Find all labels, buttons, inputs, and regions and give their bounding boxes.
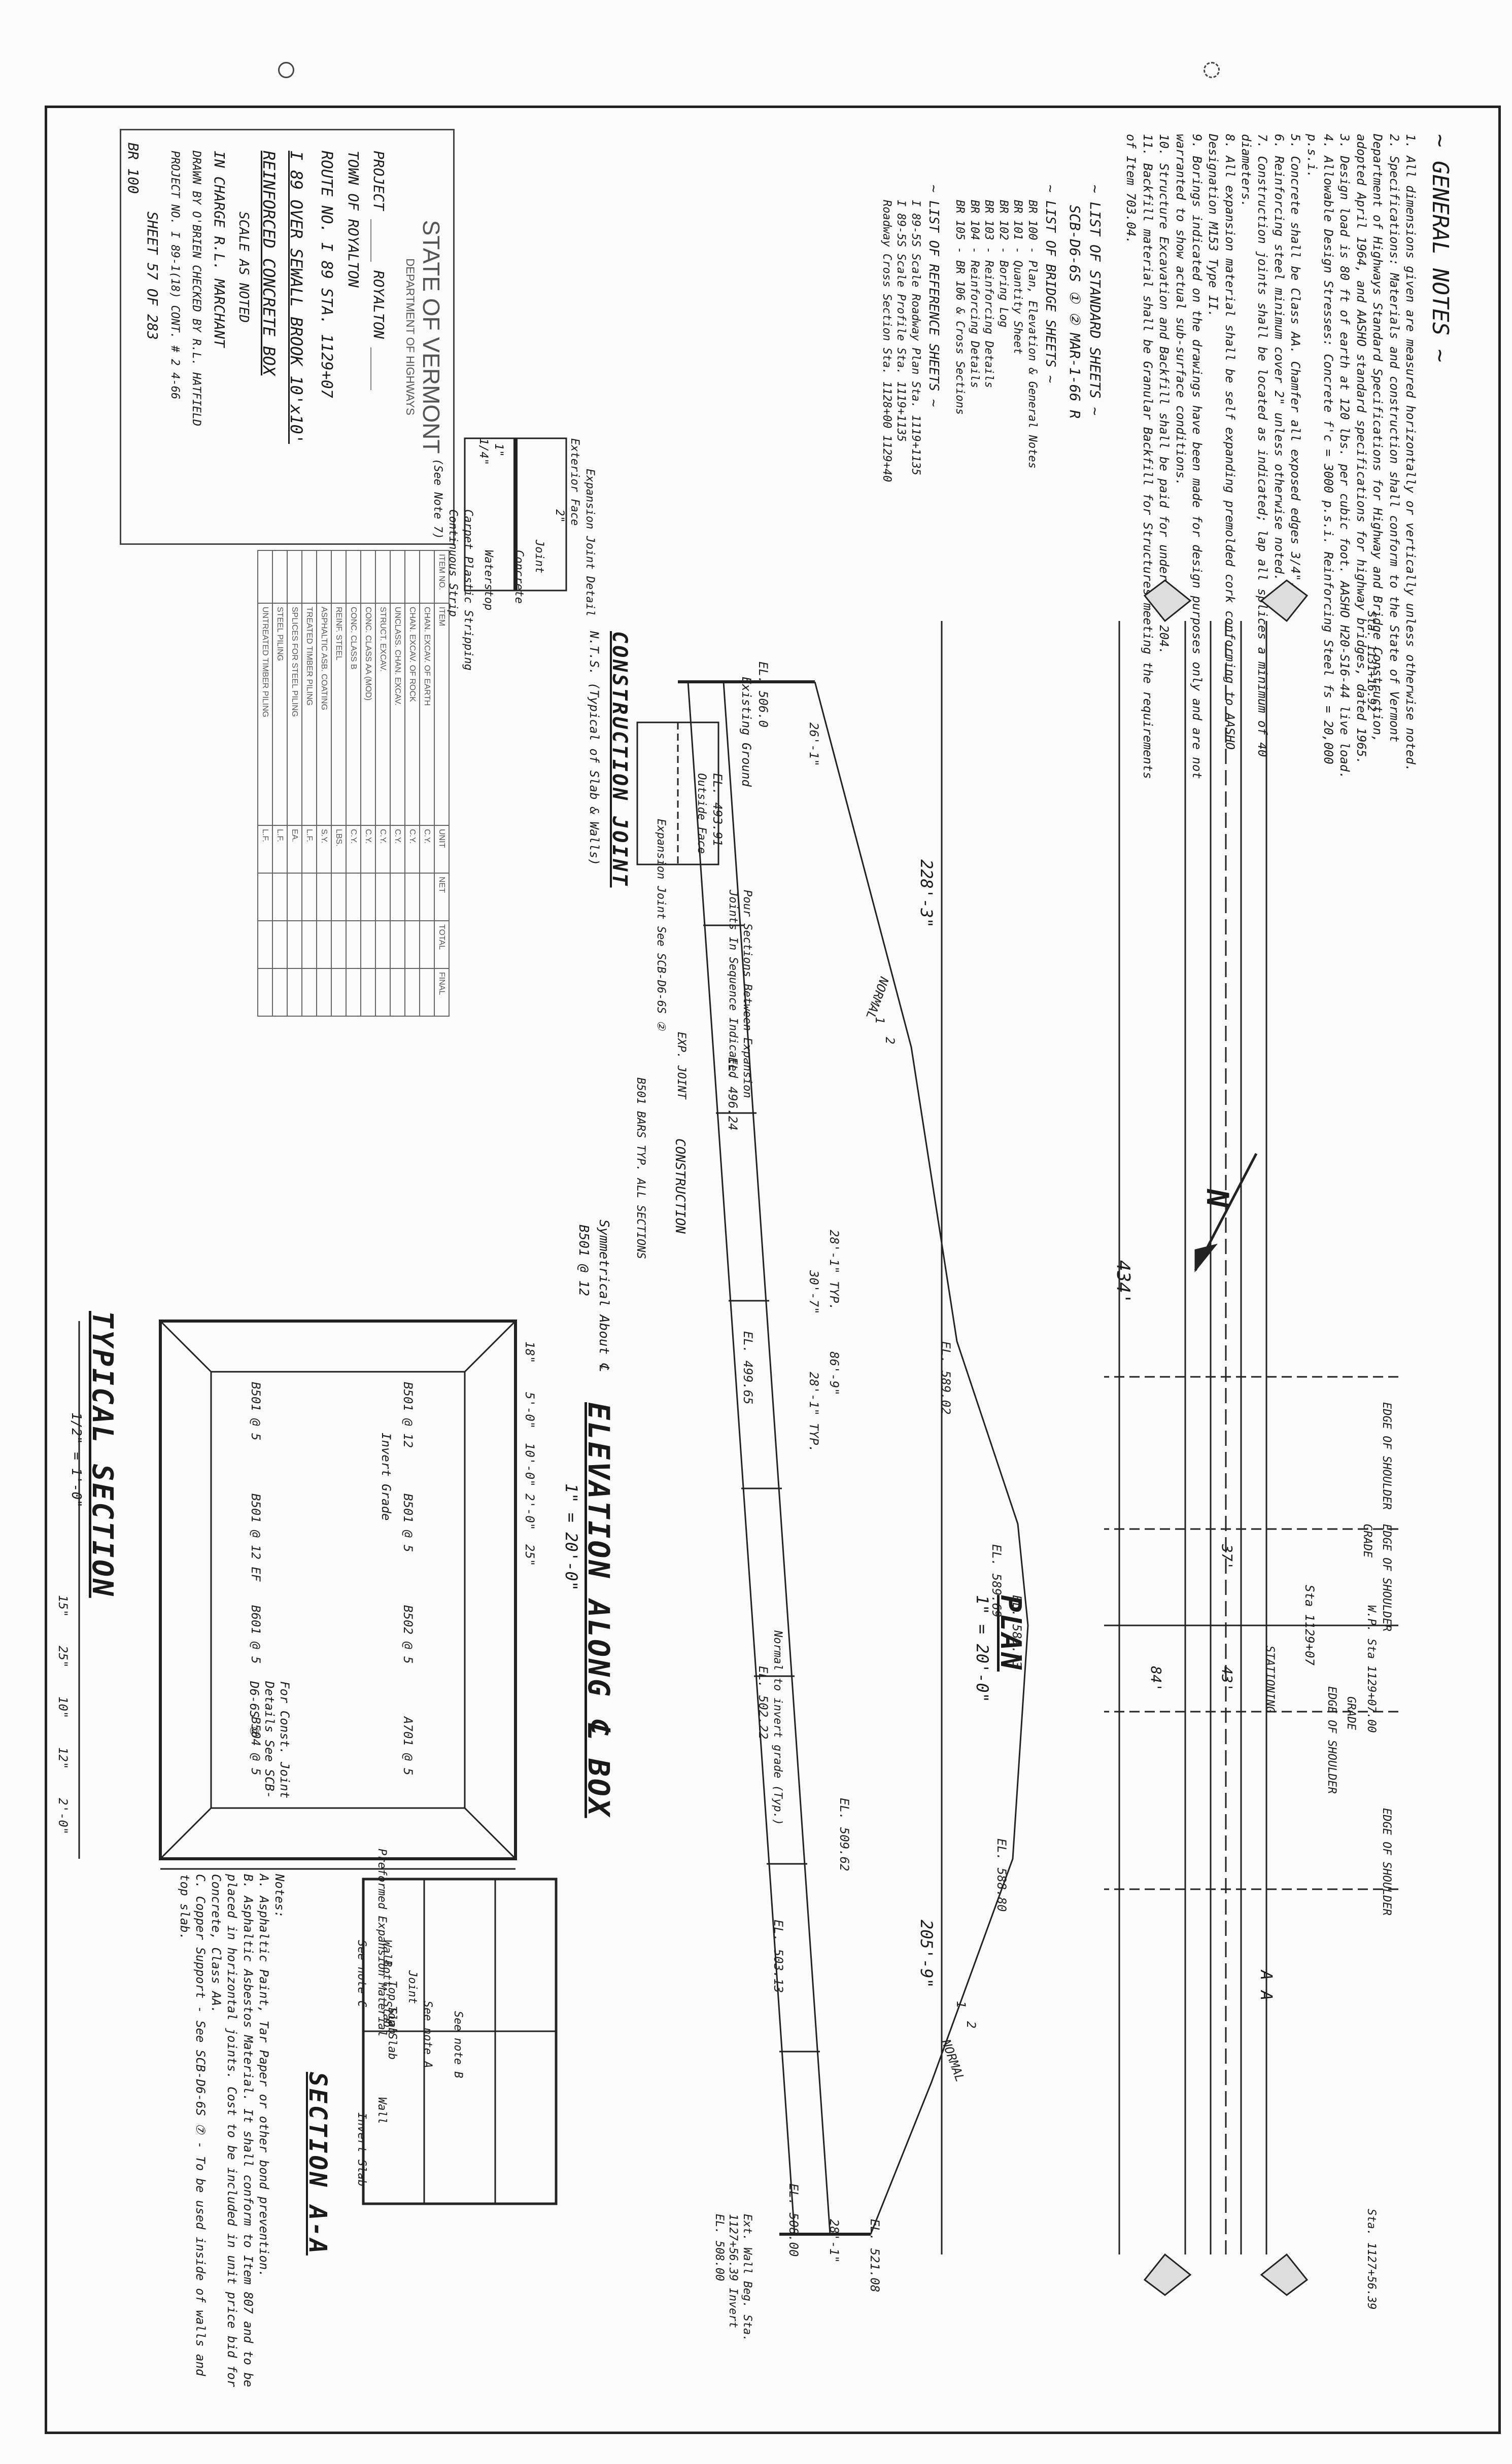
elevation-label: EL. 588.80	[994, 1838, 1009, 1912]
plan-headwall	[1145, 2254, 1190, 2295]
bar-label: B501 @ 12	[401, 1382, 415, 1448]
elevation-label: EL. 521.08	[868, 2219, 882, 2293]
plan-headwall	[1261, 580, 1307, 621]
typical-box-outer	[160, 1321, 516, 1859]
invert-label: EL. 508.00	[786, 2183, 801, 2257]
bar-label: B501 @ 12 EF	[249, 1494, 263, 1582]
typical-dim: 10'-0"	[523, 1443, 537, 1487]
plan-headwall	[1261, 2254, 1307, 2295]
typical-dim: 25"	[59, 1646, 70, 1668]
bar-label: B601 @ 5	[249, 1605, 263, 1664]
punch-hole-left	[278, 62, 294, 78]
typical-dim: 12"	[59, 1747, 70, 1769]
typical-dim: 2'-0"	[523, 1494, 537, 1530]
typical-dim: 15"	[59, 1595, 70, 1617]
bar-label: B502 @ 5	[401, 1605, 415, 1664]
typical-dim: 10"	[59, 1696, 70, 1718]
elevation-dim: 28'-1" TYP.	[807, 1372, 821, 1452]
haunch	[465, 1808, 516, 1859]
invert-label: EL. 493.91	[710, 773, 725, 847]
north-arrow-head	[1195, 1245, 1216, 1270]
elevation-label: EL. 589.02	[939, 1341, 953, 1415]
elevation-dim: 28'-1"	[827, 2219, 841, 2263]
plan-headwall	[1145, 580, 1190, 621]
typical-dim: 25"	[523, 1544, 537, 1566]
bar-label: B504 @ 5	[249, 1717, 263, 1776]
invert-label: EL. 499.65	[741, 1331, 755, 1405]
section-aa-outline	[363, 1879, 556, 2204]
elevation-dim: 28'-1" TYP.	[827, 1230, 841, 1310]
bar-label: A701 @ 5	[401, 1716, 415, 1776]
slope-ratio: 1	[873, 1017, 887, 1024]
sheet-border	[45, 106, 1501, 2434]
typical-box-inner	[211, 1372, 465, 1808]
elevation-label: EL. 506.0	[756, 662, 770, 727]
haunch	[160, 1808, 211, 1859]
invert-label: EL. 496.24	[726, 1057, 740, 1131]
landscape-drawing: ~ GENERAL NOTES ~ 1. All dimensions give…	[59, 114, 1469, 2417]
elevation-label: EL. 589.73	[1010, 1595, 1024, 1669]
haunch	[465, 1321, 516, 1372]
elevation-dim: 86'-9"	[827, 1351, 841, 1396]
invert-label: EL. 502.22	[756, 1666, 770, 1740]
typical-dim: 18"	[523, 1341, 537, 1363]
typical-dim: 5'-0"	[523, 1392, 537, 1429]
typical-dim: 2'-0"	[59, 1798, 70, 1834]
punch-hole-right	[1204, 62, 1220, 78]
box-bottom	[688, 682, 795, 2234]
slope-label: NORMAL	[939, 2037, 967, 2084]
elevation-dim: 26'-1"	[807, 722, 821, 767]
haunch	[160, 1321, 211, 1372]
invert-label: EL. 503.13	[771, 1920, 785, 1993]
ground-profile	[815, 682, 1028, 2234]
bar-label: B501 @ 5	[249, 1382, 263, 1441]
slope-ratio: 2	[883, 1037, 897, 1044]
slope-ratio: 2	[964, 2021, 978, 2028]
elevation-label: EL. 589.69	[989, 1544, 1004, 1618]
elevation-label: EL. 509.62	[837, 1798, 851, 1871]
slope-ratio: 1	[954, 2001, 968, 2008]
slope-label: NORMAL	[863, 975, 891, 1021]
bar-label: B501 @ 5	[401, 1494, 415, 1552]
elevation-dim: 30'-7"	[807, 1270, 821, 1314]
box-top	[724, 682, 830, 2234]
